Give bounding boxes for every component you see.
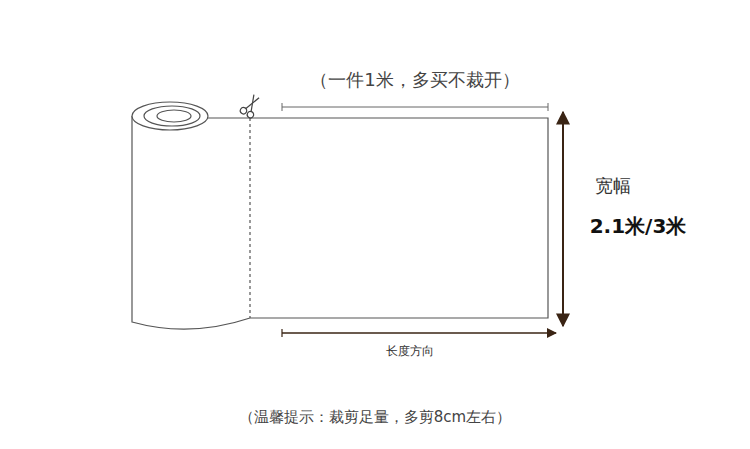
cut-line (249, 118, 250, 318)
tip-text: （温馨提示：裁剪足量，多剪8cm左右） (239, 408, 511, 426)
roll-core (157, 110, 191, 122)
roll-body (132, 116, 250, 329)
roll-layer (144, 106, 200, 126)
fabric-sheet (250, 118, 548, 318)
dimension-tick (548, 103, 549, 111)
direction-label: 长度方向 (386, 344, 434, 358)
roll-top-edge (206, 117, 250, 118)
dimension-tick (282, 103, 283, 111)
dimension-label: 宽幅 (595, 175, 631, 197)
width-arrow (562, 112, 564, 326)
roll-end (132, 102, 208, 130)
dimension-line (282, 107, 548, 108)
dimension-value: 2.1米/3米 (590, 214, 687, 238)
scissors-icon (239, 93, 263, 119)
note-text: （一件1米，多买不裁开） (310, 69, 519, 91)
dimension-tick (281, 329, 282, 337)
length-arrow (282, 332, 556, 334)
